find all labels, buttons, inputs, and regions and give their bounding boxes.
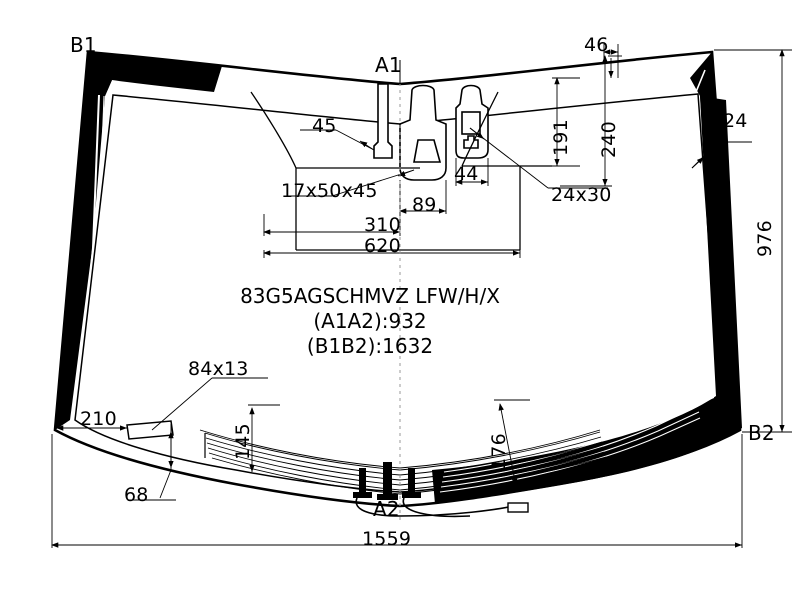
dimension-310: 310 — [364, 214, 401, 236]
dimension-68: 68 — [124, 484, 149, 506]
dimension-89: 89 — [412, 194, 437, 216]
dimension-84x13: 84x13 — [188, 358, 249, 380]
bottom-center-clips — [353, 462, 421, 500]
dimension-1559: 1559 — [362, 528, 412, 550]
spec-b1b2: (B1B2):1632 — [306, 334, 434, 358]
corner-label-a1: A1 — [375, 53, 402, 77]
dimension-24: 24 — [723, 110, 748, 132]
spec-a1a2: (A1A2):932 — [313, 309, 427, 333]
frit-shade-contour — [250, 91, 552, 251]
corner-label-b1: B1 — [70, 33, 97, 57]
dimension-44: 44 — [454, 163, 479, 185]
bottom-sensor-pad — [507, 502, 529, 513]
dimension-210: 210 — [80, 408, 117, 430]
mirror-sensor-assembly — [373, 83, 489, 181]
clip-84x13 — [126, 420, 174, 440]
dimension-17x50x45: 17x50x45 — [281, 180, 378, 202]
dimension-46: 46 — [584, 34, 609, 56]
corner-label-a2: A2 — [373, 497, 400, 521]
dimension-176: 176 — [488, 433, 510, 470]
dimension-240: 240 — [598, 121, 620, 158]
dimension-145: 145 — [232, 423, 254, 460]
dimension-lines — [51, 44, 792, 548]
dimension-24x30: 24x30 — [551, 184, 612, 206]
corner-label-b2: B2 — [748, 421, 775, 445]
dimension-45: 45 — [312, 115, 337, 137]
dimension-191: 191 — [550, 119, 572, 156]
dimension-620: 620 — [364, 235, 401, 257]
clip-connector-wires — [355, 497, 523, 518]
part-code: 83G5AGSCHMVZ LFW/H/X — [240, 284, 500, 308]
part-code-block: 83G5AGSCHMVZ LFW/H/X (A1A2):932 (B1B2):1… — [210, 284, 530, 359]
dimension-976: 976 — [754, 220, 776, 257]
